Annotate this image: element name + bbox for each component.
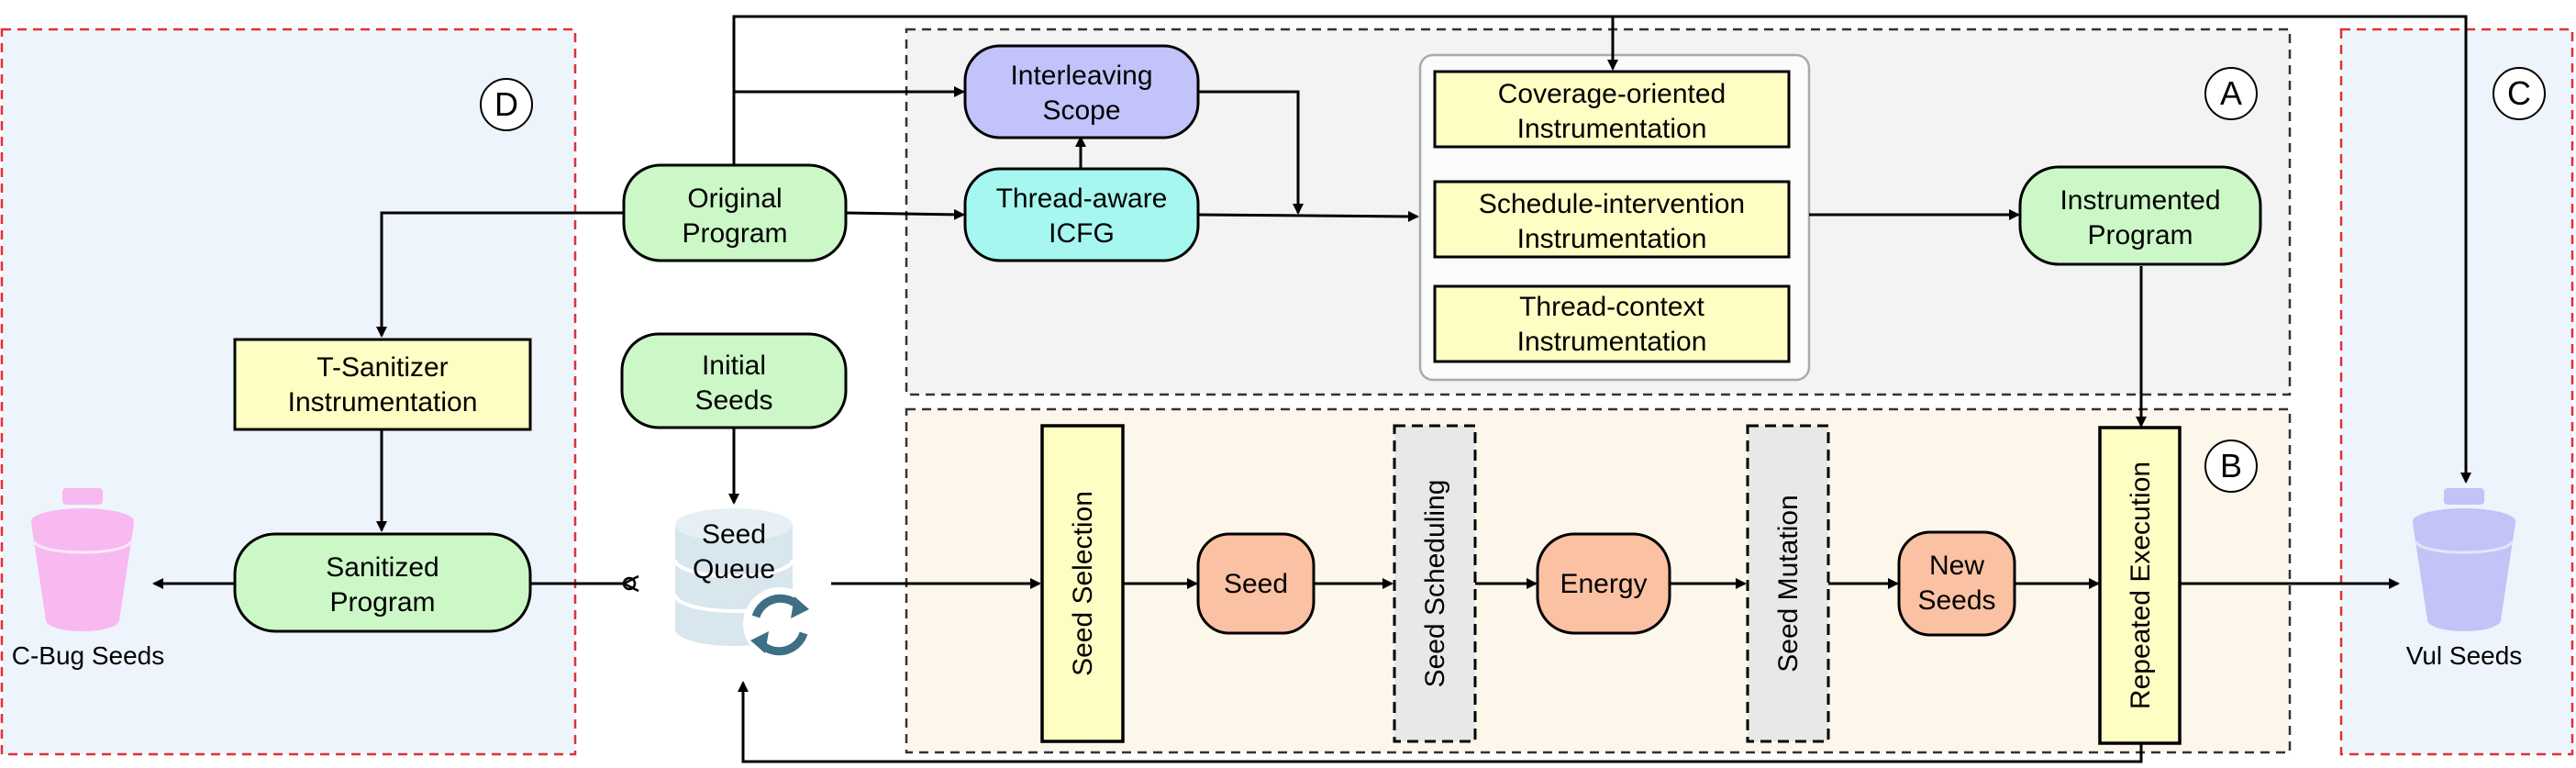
original-program-node: Original Program (622, 163, 848, 262)
thread-context-instrumentation-node: Thread-context Instrumentation (1433, 284, 1791, 363)
thread-aware-icfg-label-1: Thread-aware (996, 184, 1168, 214)
seed-scheduling-label: Seed Scheduling (1420, 480, 1450, 688)
sanitizer-link-symbol (622, 574, 639, 593)
new-seeds-label-2: Seeds (1917, 585, 1995, 616)
initial-seeds-label-1: Initial (702, 351, 766, 381)
c-bug-seeds-output: C-Bug Seeds (12, 488, 165, 670)
initial-seeds-label-2: Seeds (694, 385, 772, 416)
t-sanitizer-node: T-Sanitizer Instrumentation (233, 338, 532, 431)
instrumented-program-node: Instrumented Program (2018, 165, 2262, 266)
repeated-execution-label: Repeated Execution (2126, 462, 2156, 709)
coverage-instrumentation-label-1: Coverage-oriented (1498, 79, 1726, 109)
t-sanitizer-label-1: T-Sanitizer (316, 352, 448, 383)
repeated-execution-node: Repeated Execution (2098, 426, 2182, 745)
vul-seeds-output: Vul Seeds (2406, 488, 2523, 670)
refresh-icon (743, 587, 816, 661)
initial-seeds-node: Initial Seeds (620, 332, 848, 429)
svg-text:B: B (2220, 447, 2242, 484)
new-seeds-label-1: New (1929, 551, 1984, 581)
vul-seeds-label: Vul Seeds (2406, 641, 2523, 670)
region-d-label: D (480, 78, 533, 131)
new-seeds-node: New Seeds (1897, 530, 2016, 637)
seed-node: Seed (1196, 532, 1316, 635)
energy-node: Energy (1536, 532, 1671, 635)
seed-mutation-node: Seed Mutation (1746, 424, 1830, 743)
interleaving-scope-label-1: Interleaving (1010, 61, 1152, 91)
bucket-icon (31, 488, 134, 631)
seed-selection-label: Seed Selection (1068, 491, 1098, 676)
instrumented-program-label-2: Program (2087, 220, 2193, 250)
schedule-instrumentation-label-1: Schedule-intervention (1479, 189, 1745, 219)
schedule-instrumentation-node: Schedule-intervention Instrumentation (1433, 180, 1791, 259)
svg-text:A: A (2220, 74, 2242, 112)
interleaving-scope-label-2: Scope (1042, 95, 1120, 126)
sanitized-program-label-2: Program (329, 587, 435, 618)
instrumented-program-label-1: Instrumented (2060, 185, 2220, 216)
interleaving-scope-node: Interleaving Scope (963, 44, 1200, 139)
seed-queue-label-2: Queue (693, 554, 775, 584)
thread-context-instrumentation-label-1: Thread-context (1519, 292, 1704, 322)
original-program-label-2: Program (682, 218, 787, 249)
seed-selection-node: Seed Selection (1040, 424, 1125, 743)
thread-context-instrumentation-label-2: Instrumentation (1517, 327, 1707, 357)
region-a-label: A (2204, 67, 2258, 120)
bucket-icon (2413, 488, 2515, 631)
region-c-panel (2339, 28, 2574, 756)
seed-mutation-label: Seed Mutation (1773, 495, 1804, 672)
original-program-label-1: Original (687, 184, 782, 214)
connectors (152, 15, 2471, 763)
seed-queue-label-1: Seed (702, 519, 766, 550)
svg-text:C: C (2507, 74, 2531, 112)
t-sanitizer-label-2: Instrumentation (288, 387, 478, 417)
region-c-label: C (2493, 67, 2546, 120)
thread-aware-icfg-label-2: ICFG (1049, 218, 1115, 249)
thread-aware-icfg-node: Thread-aware ICFG (963, 167, 1200, 262)
c-bug-seeds-label: C-Bug Seeds (12, 641, 165, 670)
schedule-instrumentation-label-2: Instrumentation (1517, 224, 1707, 254)
region-b-label: B (2204, 440, 2258, 493)
seed-label: Seed (1224, 569, 1288, 599)
svg-text:D: D (494, 85, 518, 123)
seed-queue-node: Seed Queue (673, 508, 816, 661)
seed-scheduling-node: Seed Scheduling (1393, 424, 1477, 743)
sanitized-program-node: Sanitized Program (233, 532, 532, 633)
coverage-instrumentation-node: Coverage-oriented Instrumentation (1433, 70, 1791, 149)
energy-label: Energy (1560, 569, 1647, 599)
coverage-instrumentation-label-2: Instrumentation (1517, 114, 1707, 144)
sanitized-program-label-1: Sanitized (326, 552, 439, 583)
